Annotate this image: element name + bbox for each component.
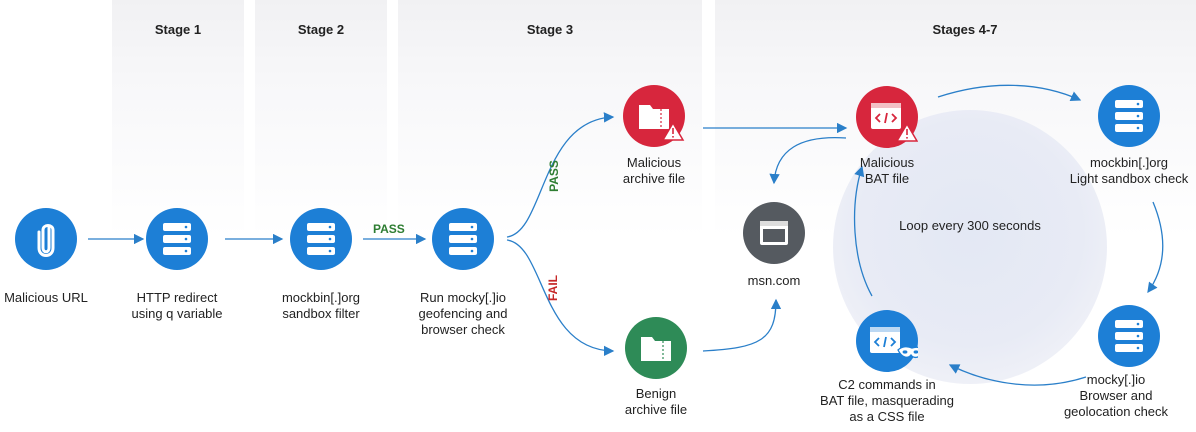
label-line: Benign xyxy=(635,386,677,401)
code-window-mask-icon xyxy=(870,327,918,359)
malicious-url-node xyxy=(15,208,77,270)
arrow-mocky-to-malicious-archive xyxy=(506,112,615,238)
label-line: Light sandbox check xyxy=(1069,171,1189,186)
msn-label: msn.com xyxy=(694,273,854,289)
malicious-bat-label: Malicious BAT file xyxy=(807,155,967,187)
stage-1-title: Stage 1 xyxy=(154,22,202,37)
mocky-browser-label: mocky[.]io Browser and geolocation check xyxy=(1036,372,1196,420)
label-line: geolocation check xyxy=(1063,404,1169,419)
label-line: as a CSS file xyxy=(849,409,925,424)
folder-warning-icon xyxy=(639,105,685,141)
malicious-bat-node xyxy=(856,86,918,148)
label-line: browser check xyxy=(421,322,505,337)
arrow-benign-to-msn xyxy=(702,298,782,352)
c2-commands-label: C2 commands in BAT file, masquerading as… xyxy=(807,377,967,425)
arrow-c2-to-bat xyxy=(853,165,873,297)
pass-label-stage2: PASS xyxy=(373,222,405,236)
msn-node xyxy=(743,202,805,264)
arrow-bat-to-mockbin-light xyxy=(937,84,1082,102)
code-window-warning-icon xyxy=(871,103,918,142)
malicious-url-label: Malicious URL xyxy=(0,290,126,306)
malicious-archive-node xyxy=(623,85,685,147)
loop-interval-text: Loop every 300 seconds xyxy=(899,218,1041,233)
label-line: geofencing and xyxy=(418,306,508,321)
label-line: mockbin[.]org xyxy=(1089,155,1169,170)
label-line: sandbox filter xyxy=(282,306,360,321)
arrow-mockbin-light-to-mocky xyxy=(1147,201,1164,294)
label-line: Browser and xyxy=(1079,388,1153,403)
label-line: BAT file, masquerading xyxy=(820,393,954,408)
server-icon xyxy=(163,223,191,255)
benign-archive-node xyxy=(625,317,687,379)
mockbin-filter-node xyxy=(290,208,352,270)
stages-4-7-title: Stages 4-7 xyxy=(932,22,998,37)
mockbin-light-node xyxy=(1098,85,1160,147)
label-line: mockbin[.]org xyxy=(281,290,361,305)
mocky-check-node xyxy=(432,208,494,270)
label-line: Malicious URL xyxy=(4,290,88,305)
label-line: HTTP redirect xyxy=(136,290,218,305)
mocky-browser-node xyxy=(1098,305,1160,367)
label-line: C2 commands in xyxy=(838,377,936,392)
label-line: mocky[.]io xyxy=(1086,372,1146,387)
mocky-check-label: Run mocky[.]io geofencing and browser ch… xyxy=(383,290,543,338)
stage-3-title: Stage 3 xyxy=(526,22,574,37)
arrow-mocky-to-c2 xyxy=(948,364,1087,386)
arrow-mocky-to-benign-archive xyxy=(506,239,615,357)
stage-2-title: Stage 2 xyxy=(297,22,345,37)
label-line: archive file xyxy=(624,402,688,417)
label-line: Malicious xyxy=(859,155,915,170)
pass-label-upper: PASS xyxy=(546,160,561,192)
label-line: BAT file xyxy=(864,171,910,186)
label-line: archive file xyxy=(622,171,686,186)
mockbin-light-label: mockbin[.]org Light sandbox check xyxy=(1049,155,1196,187)
http-redirect-label: HTTP redirect using q variable xyxy=(97,290,257,322)
server-icon xyxy=(1115,100,1143,132)
folder-icon xyxy=(641,337,671,361)
fail-label-lower: FAIL xyxy=(546,275,560,301)
malicious-archive-label: Malicious archive file xyxy=(574,155,734,187)
label-line: msn.com xyxy=(747,273,801,288)
mockbin-filter-label: mockbin[.]org sandbox filter xyxy=(241,290,401,322)
http-redirect-node xyxy=(146,208,208,270)
browser-window-icon xyxy=(760,221,788,245)
paperclip-icon xyxy=(37,224,55,257)
label-line: Malicious xyxy=(626,155,682,170)
c2-commands-node xyxy=(856,310,918,372)
server-icon xyxy=(307,223,335,255)
benign-archive-label: Benign archive file xyxy=(576,386,736,418)
label-line: Run mocky[.]io xyxy=(420,290,506,305)
server-icon xyxy=(449,223,477,255)
arrow-bat-to-msn xyxy=(769,136,847,185)
server-icon xyxy=(1115,320,1143,352)
label-line: using q variable xyxy=(131,306,223,321)
